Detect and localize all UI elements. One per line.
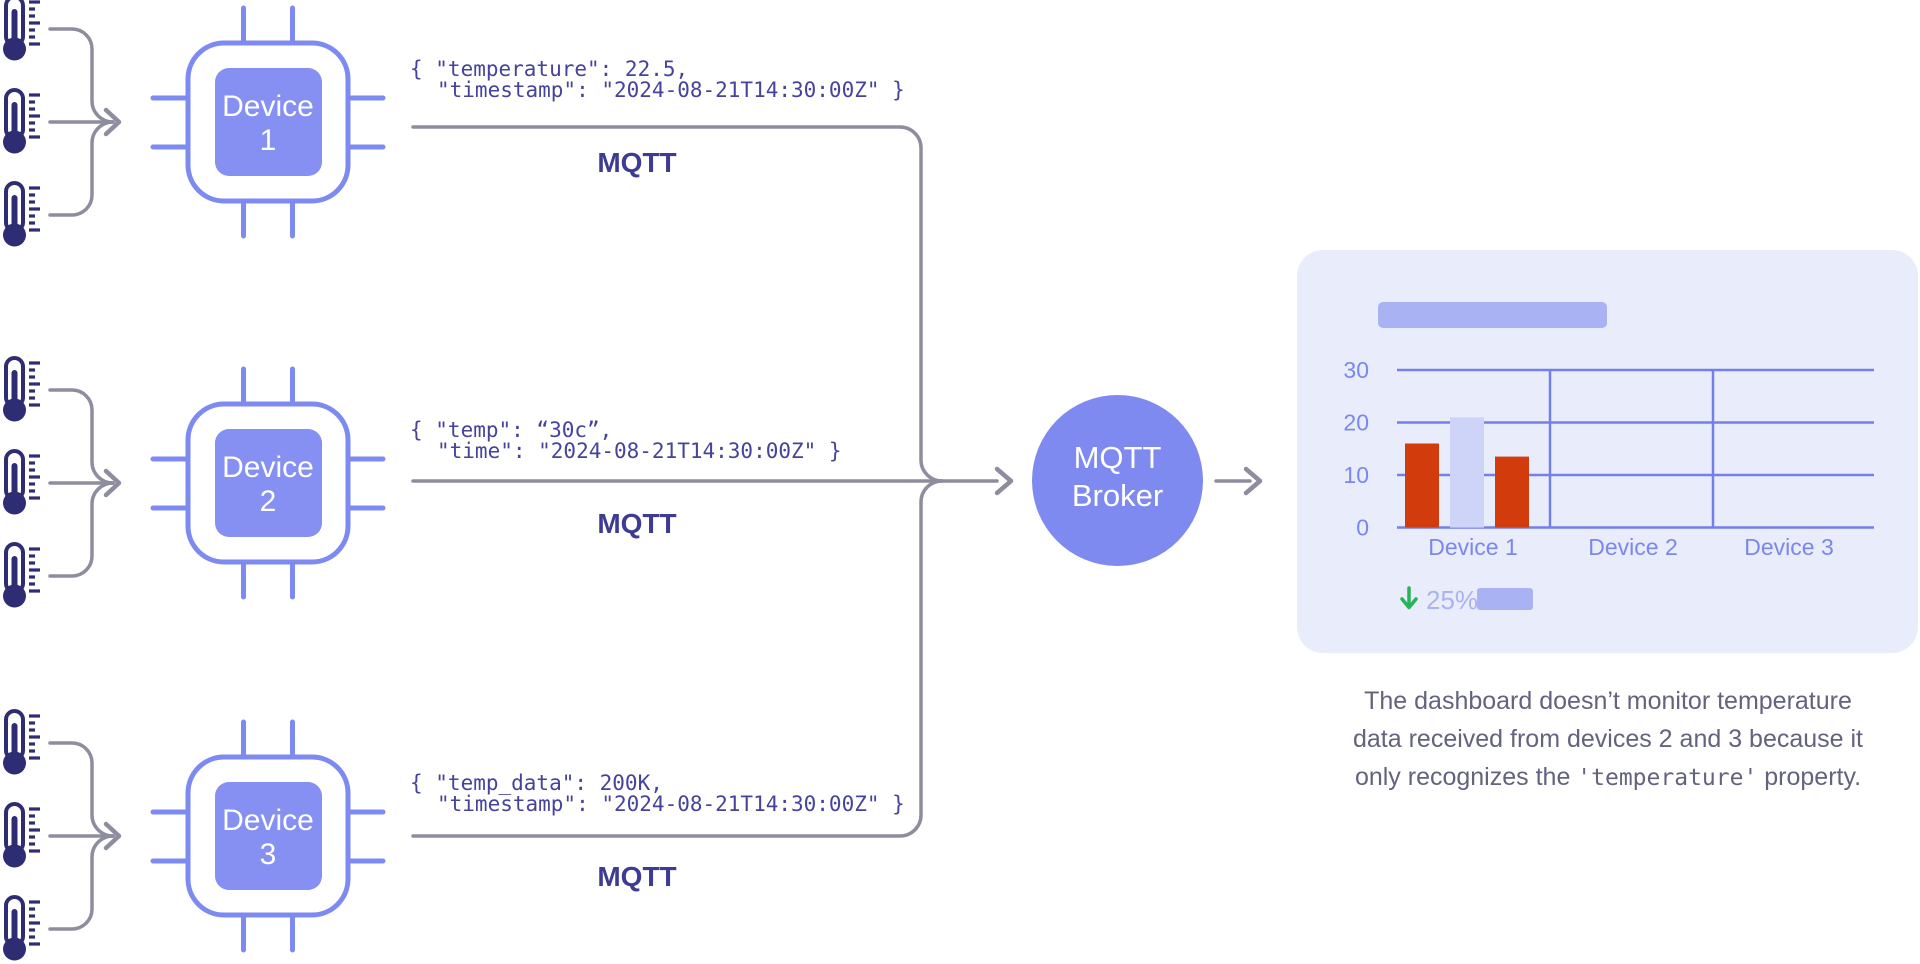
ytick-10: 10 bbox=[1343, 462, 1369, 488]
device-1-payload-line2: "timestamp": "2024-08-21T14:30:00Z" } bbox=[437, 78, 905, 102]
ytick-20: 20 bbox=[1343, 410, 1369, 436]
broker-label-line2: Broker bbox=[1072, 478, 1163, 513]
device-1-chip bbox=[3, 0, 383, 247]
broker-label-line1: MQTT bbox=[1074, 440, 1162, 475]
xtick-device-3: Device 3 bbox=[1744, 534, 1833, 560]
device-1-flow-line bbox=[411, 125, 944, 483]
device-3-chip bbox=[3, 711, 383, 961]
xtick-device-1: Device 1 bbox=[1428, 534, 1517, 560]
caption-temperature-code: 'temperature' bbox=[1577, 765, 1758, 791]
device-3-label-line1: Device bbox=[222, 804, 314, 837]
caption-line-1: The dashboard doesn’t monitor temperatur… bbox=[1364, 687, 1852, 715]
device-2-chip bbox=[3, 358, 383, 608]
trend-percent-label: 25% bbox=[1426, 585, 1478, 615]
device-2-payload-line2: "time": "2024-08-21T14:30:00Z" } bbox=[437, 439, 842, 463]
device-1-payload-line1: { "temperature": 22.5, bbox=[410, 57, 688, 81]
mqtt-broker-node: MQTT Broker bbox=[1032, 395, 1263, 566]
trend-down-arrowhead-icon bbox=[1400, 597, 1418, 610]
device-3-protocol-label: MQTT bbox=[597, 861, 676, 892]
caption-line-2: data received from devices 2 and 3 becau… bbox=[1352, 725, 1864, 753]
device-1-label-line2: 1 bbox=[260, 124, 277, 157]
ytick-0: 0 bbox=[1356, 515, 1369, 541]
footer-placeholder-bar bbox=[1477, 588, 1533, 610]
broker-arrowhead-icon bbox=[1243, 466, 1263, 496]
caption-line-3-post: property. bbox=[1757, 763, 1862, 791]
caption-line-3-pre: only recognizes the bbox=[1354, 763, 1578, 791]
device-1-label-line1: Device bbox=[222, 90, 314, 123]
device-1-bar-light bbox=[1450, 417, 1484, 528]
device-3-label-line2: 3 bbox=[260, 838, 277, 871]
dashboard-card: 30 20 10 0 Device 1 Device 2 Device 3 25… bbox=[1297, 250, 1918, 653]
device-3-group: Device 3 { "temp_data": 200K, "timestamp… bbox=[3, 479, 944, 961]
card-footer-stat: 25% bbox=[1400, 585, 1533, 615]
card-background bbox=[1297, 250, 1918, 653]
card-title-placeholder bbox=[1378, 302, 1607, 328]
device-1-bar-red-2 bbox=[1495, 456, 1529, 528]
device-1-bar-red-1 bbox=[1405, 443, 1439, 528]
ytick-30: 30 bbox=[1343, 357, 1369, 383]
device-2-payload-line1: { "temp": “30c”, bbox=[410, 418, 612, 442]
device-1-group: Device 1 { "temperature": 22.5, "timesta… bbox=[3, 0, 944, 483]
device-2-group: Device 2 { "temp": “30c”, "time": "2024-… bbox=[3, 358, 999, 608]
broker-circle bbox=[1032, 395, 1203, 566]
device-3-flow-line bbox=[411, 479, 944, 838]
device-3-payload-line1: { "temp_data": 200K, bbox=[410, 771, 663, 795]
device-2-label-line1: Device bbox=[222, 451, 314, 484]
device-3-payload-line2: "timestamp": "2024-08-21T14:30:00Z" } bbox=[437, 792, 905, 816]
caption-text: The dashboard doesn’t monitor temperatur… bbox=[1297, 682, 1919, 797]
device-2-protocol-label: MQTT bbox=[597, 508, 676, 539]
device-2-label-line2: 2 bbox=[260, 485, 277, 518]
xtick-device-2: Device 2 bbox=[1588, 534, 1677, 560]
device-1-protocol-label: MQTT bbox=[597, 147, 676, 178]
junction-arrowhead-icon bbox=[994, 466, 1014, 496]
